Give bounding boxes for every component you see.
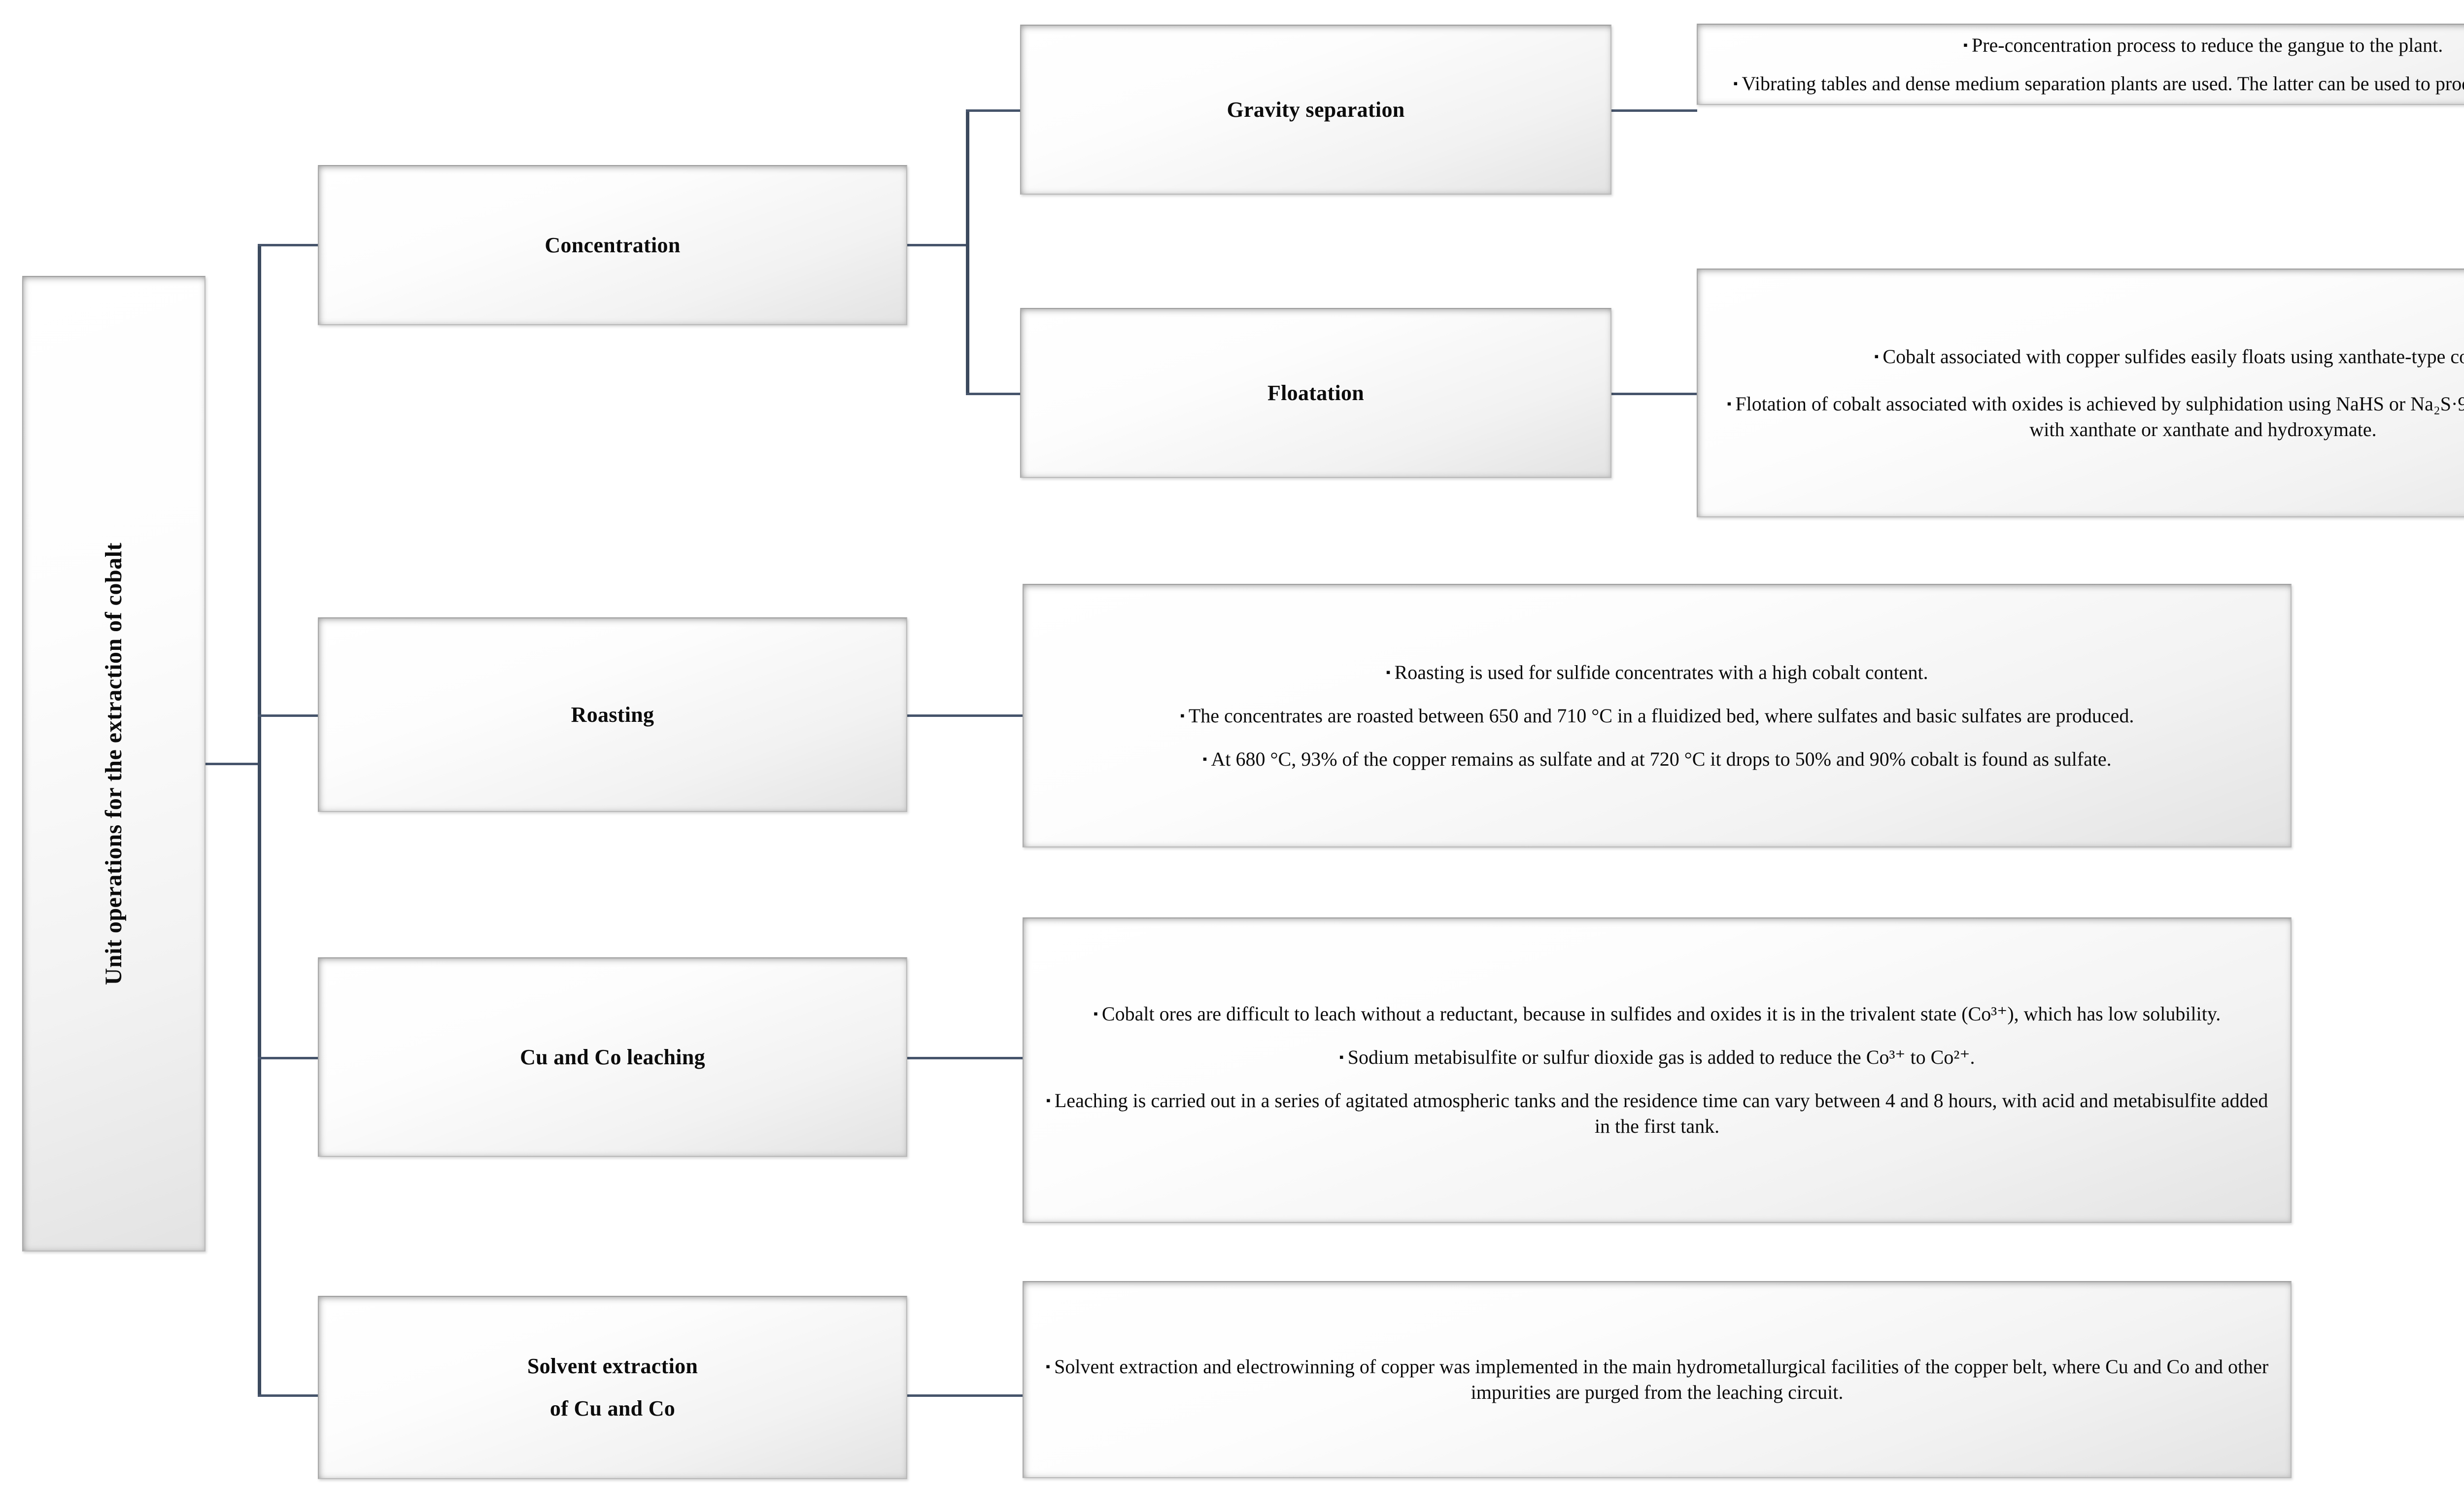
connector-title-to-spine	[205, 763, 260, 765]
detail-item: ▪Vibrating tables and dense medium separ…	[1733, 72, 2464, 95]
connector-spine-to-leaching	[258, 1057, 319, 1059]
detail-list-floatation: ▪Cobalt associated with copper sulfides …	[1698, 344, 2464, 442]
detail-list-roasting: ▪Roasting is used for sulfide concentrat…	[1024, 660, 2291, 772]
detail-list-cu-and-co-leaching: ▪Cobalt ores are difficult to leach with…	[1024, 1001, 2291, 1139]
bullet-icon: ▪	[1046, 1093, 1051, 1108]
detail-box-floatation: ▪Cobalt associated with copper sulfides …	[1697, 269, 2464, 517]
connector-spine-to-concentration	[258, 244, 319, 246]
bullet-icon: ▪	[1202, 751, 1207, 766]
detail-box-gravity-separation: ▪Pre-concentration process to reduce the…	[1697, 24, 2464, 105]
connector-solvent-to-detail	[906, 1394, 1024, 1397]
connector-branch-to-gravity	[966, 109, 1020, 112]
connector-main-spine	[258, 244, 261, 1396]
process-box-roasting[interactable]: Roasting	[318, 617, 907, 812]
diagram-title-label: Unit operations for the extraction of co…	[101, 542, 127, 985]
connector-concentration-out	[906, 244, 969, 246]
detail-item: ▪Flotation of cobalt associated with oxi…	[1727, 392, 2464, 440]
diagram-title-box: Unit operations for the extraction of co…	[22, 276, 205, 1251]
connector-roasting-to-detail	[906, 714, 1024, 717]
detail-item: ▪Sodium metabisulfite or sulfur dioxide …	[1339, 1046, 1975, 1068]
connector-concentration-branch-spine	[966, 109, 969, 395]
process-box-cu-and-co-leaching[interactable]: Cu and Co leaching	[318, 957, 907, 1157]
bullet-icon: ▪	[1339, 1050, 1344, 1065]
process-box-floatation[interactable]: Floatation	[1020, 308, 1611, 478]
detail-list-gravity-separation: ▪Pre-concentration process to reduce the…	[1698, 33, 2464, 97]
process-box-gravity-separation[interactable]: Gravity separation	[1020, 25, 1611, 195]
process-label-solvent-extraction: Solvent extraction of Cu and Co	[319, 1351, 906, 1424]
connector-spine-to-roasting	[258, 714, 319, 717]
connector-leaching-to-detail	[906, 1057, 1024, 1059]
detail-item: ▪Roasting is used for sulfide concentrat…	[1386, 661, 1928, 683]
process-box-solvent-extraction[interactable]: Solvent extraction of Cu and Co	[318, 1296, 907, 1479]
detail-list-solvent-extraction: ▪Solvent extraction and electrowinning o…	[1024, 1354, 2291, 1405]
process-box-concentration[interactable]: Concentration	[318, 165, 907, 325]
bullet-icon: ▪	[1874, 349, 1879, 364]
detail-item: ▪At 680 °C, 93% of the copper remains as…	[1202, 747, 2112, 770]
process-label-gravity-separation: Gravity separation	[1227, 97, 1405, 122]
process-label-floatation: Floatation	[1267, 380, 1365, 405]
connector-floatation-to-detail	[1610, 393, 1697, 395]
bullet-icon: ▪	[1963, 37, 1968, 52]
bullet-icon: ▪	[1727, 396, 1732, 411]
bullet-icon: ▪	[1180, 708, 1185, 723]
bullet-icon: ▪	[1733, 76, 1738, 91]
bullet-icon: ▪	[1386, 665, 1391, 679]
process-label-concentration: Concentration	[545, 233, 681, 257]
detail-box-solvent-extraction: ▪Solvent extraction and electrowinning o…	[1023, 1281, 2292, 1478]
detail-item: ▪Leaching is carried out in a series of …	[1046, 1089, 2268, 1137]
bullet-icon: ▪	[1093, 1007, 1098, 1021]
detail-box-cu-and-co-leaching: ▪Cobalt ores are difficult to leach with…	[1023, 917, 2292, 1223]
detail-item: ▪Solvent extraction and electrowinning o…	[1045, 1355, 2269, 1403]
connector-gravity-to-detail	[1610, 109, 1697, 112]
detail-item: ▪Cobalt ores are difficult to leach with…	[1093, 1003, 2221, 1025]
bullet-icon: ▪	[1045, 1359, 1051, 1374]
detail-item: ▪Cobalt associated with copper sulfides …	[1874, 345, 2464, 368]
connector-spine-to-solvent	[258, 1394, 319, 1397]
detail-item: ▪Pre-concentration process to reduce the…	[1963, 34, 2443, 56]
process-label-roasting: Roasting	[571, 702, 654, 727]
process-label-solvent-extraction-line2: of Cu and Co	[549, 1396, 676, 1420]
connector-branch-to-floatation	[966, 393, 1020, 395]
detail-item: ▪The concentrates are roasted between 65…	[1180, 704, 2134, 727]
detail-box-roasting: ▪Roasting is used for sulfide concentrat…	[1023, 584, 2292, 847]
process-label-solvent-extraction-line1: Solvent extraction	[527, 1354, 698, 1379]
process-label-cu-and-co-leaching: Cu and Co leaching	[520, 1045, 705, 1069]
